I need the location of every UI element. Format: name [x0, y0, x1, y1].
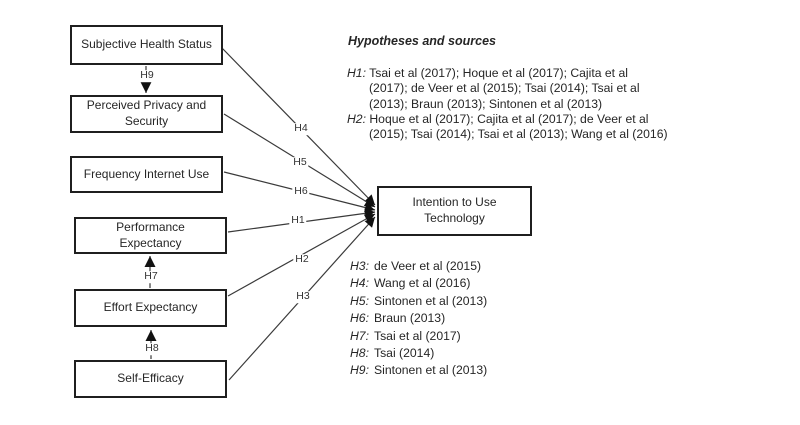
- source-prefix: H6:: [350, 311, 369, 326]
- source-prefix: H3:: [350, 259, 369, 273]
- source-prefix: H4:: [350, 276, 369, 291]
- edge-label-h3: H3: [294, 290, 312, 303]
- edge-label-h9: H9: [138, 69, 156, 82]
- edge-label-h8: H8: [143, 342, 161, 355]
- edge-label-h6: H6: [292, 185, 310, 198]
- source-item-h8: H8: Tsai (2014): [350, 345, 487, 362]
- edge-label-h7: H7: [142, 270, 160, 283]
- source-prefix: H9:: [350, 363, 369, 378]
- source-item-h7: H7: Tsai et al (2017): [350, 328, 487, 345]
- source-text: Sintonen et al (2013): [374, 363, 488, 378]
- box-intention-to-use-technology: Intention to Use Technology: [377, 186, 532, 236]
- box-frequency-internet-use: Frequency Internet Use: [70, 156, 223, 193]
- source-text: Sintonen et al (2013): [374, 293, 488, 308]
- box-subjective-health-status: Subjective Health Status: [70, 25, 223, 65]
- source-text: de Veer et al (2015): [374, 259, 482, 273]
- edge-label-h4: H4: [292, 122, 310, 135]
- source-prefix: H8:: [350, 346, 369, 361]
- hypothesis-text: Tsai et al (2017); Hoque et al (2017); C…: [369, 66, 628, 80]
- hypothesis-text: (2017); de Veer et al (2015); Tsai (2014…: [369, 81, 640, 96]
- hypotheses-title: Hypotheses and sources: [348, 34, 496, 48]
- source-prefix: H7:: [350, 328, 369, 343]
- sources-list: H3: de Veer et al (2015) H4: Wang et al (2…: [350, 258, 487, 380]
- hypothesis-entry-h1: H1: Tsai et al (2017); Hoque et al (2017…: [347, 66, 667, 81]
- source-text: Wang et al (2016): [374, 276, 471, 291]
- edge-label-h1: H1: [289, 214, 307, 227]
- source-item-h6: H6: Braun (2013): [350, 310, 487, 327]
- source-prefix: H5:: [350, 293, 369, 308]
- source-item-h9: H9: Sintonen et al (2013): [350, 362, 487, 379]
- box-performance-expectancy: Performance Expectancy: [74, 217, 227, 254]
- hypothesis-text: (2013); Braun (2013); Sintonen et al (20…: [369, 96, 603, 111]
- hypothesis-prefix: H1:: [347, 66, 366, 80]
- source-text: Tsai et al (2017): [374, 328, 461, 343]
- box-effort-expectancy: Effort Expectancy: [74, 289, 227, 327]
- hypothesis-text: Hoque et al (2017); Cajita et al (2017);…: [369, 111, 649, 126]
- source-text: Tsai (2014): [374, 346, 435, 361]
- edge-label-h5: H5: [291, 156, 309, 169]
- source-text: Braun (2013): [374, 311, 446, 326]
- source-item-h5: H5: Sintonen et al (2013): [350, 293, 487, 310]
- edge-label-h2: H2: [293, 253, 311, 266]
- source-item-h3: H3: de Veer et al (2015): [350, 258, 487, 275]
- hypothesis-prefix: H2:: [347, 111, 366, 126]
- hypothesis-text: (2015); Tsai (2014); Tsai et al (2013); …: [369, 127, 668, 142]
- box-self-efficacy: Self-Efficacy: [74, 360, 227, 398]
- source-item-h4: H4: Wang et al (2016): [350, 275, 487, 292]
- hypotheses-sources-block: H1: Tsai et al (2017); Hoque et al (2017…: [347, 66, 668, 142]
- box-perceived-privacy-security: Perceived Privacy and Security: [70, 95, 223, 133]
- hypothesis-entry-h2: H2: Hoque et al (2017); Cajita et al (20…: [347, 112, 667, 127]
